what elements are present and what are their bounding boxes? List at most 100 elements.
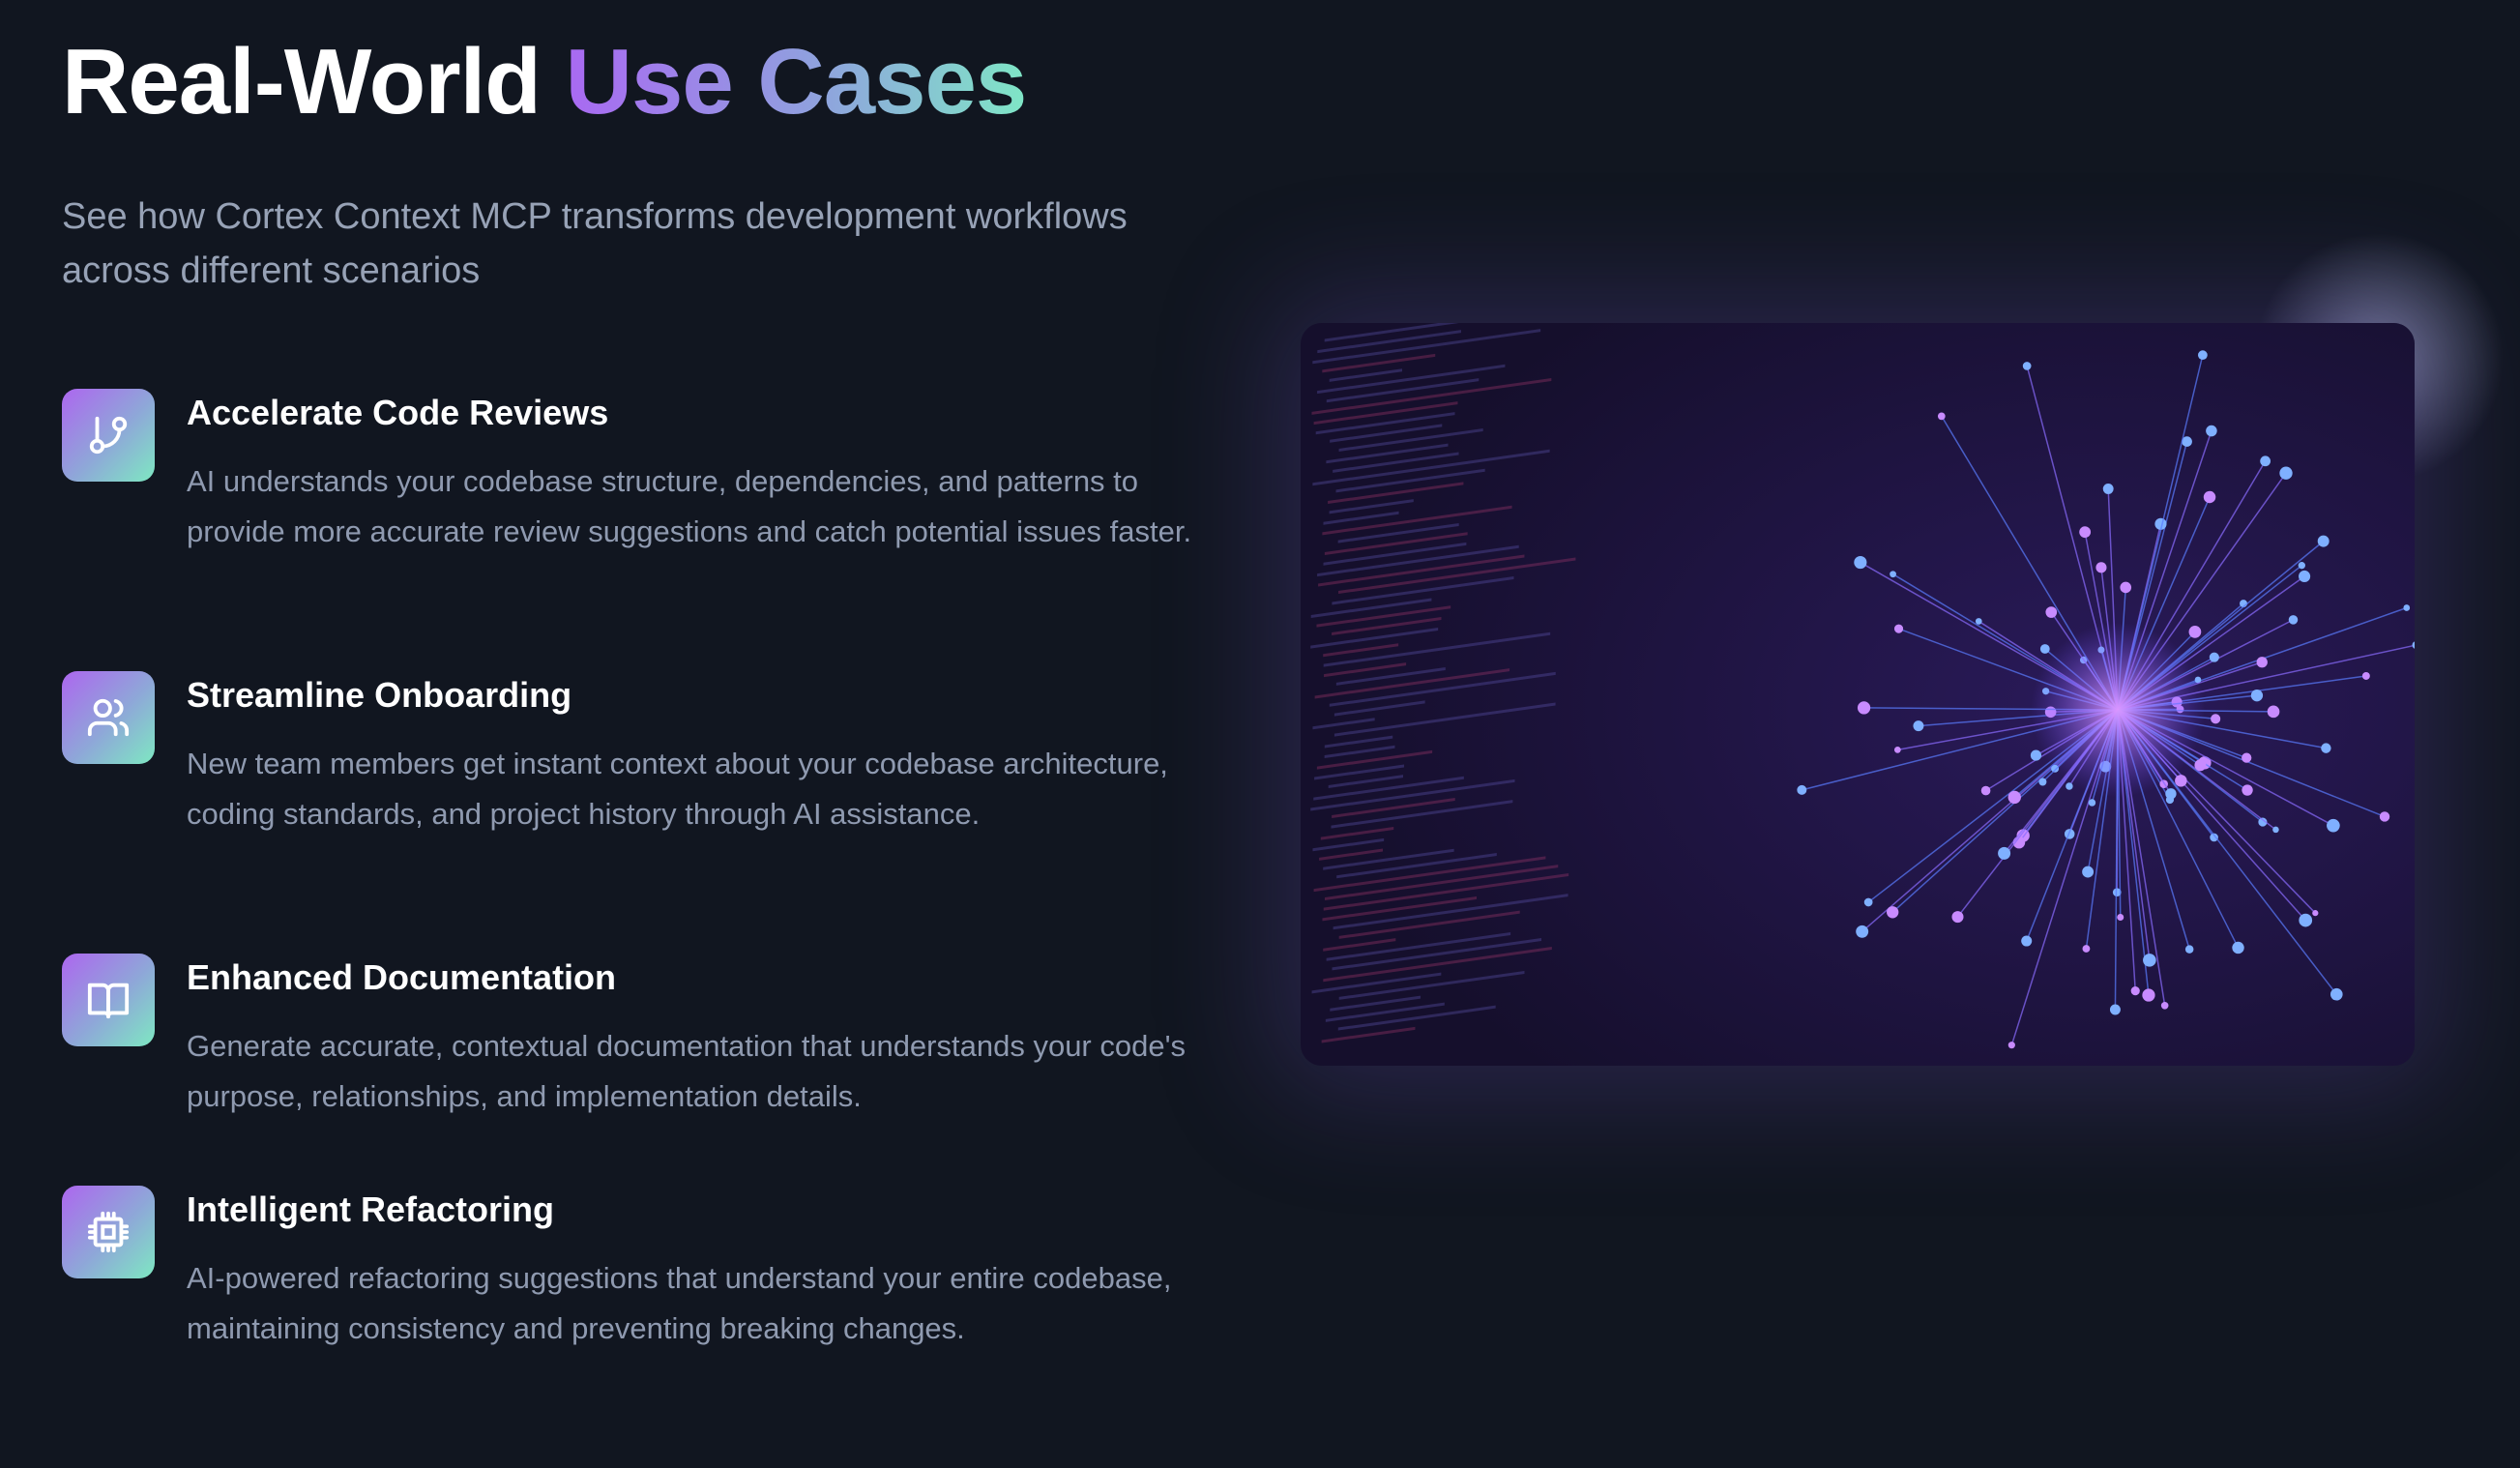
network-node xyxy=(2082,866,2095,878)
network-node xyxy=(1887,906,1899,919)
network-node xyxy=(2082,945,2091,953)
network-node xyxy=(2182,436,2192,447)
network-node xyxy=(1854,555,1867,570)
network-node xyxy=(2210,833,2218,842)
network-node xyxy=(2045,606,2058,618)
code-line-decoration xyxy=(1313,856,1546,893)
code-line-decoration xyxy=(1338,970,1525,1000)
network-node xyxy=(1913,720,1924,732)
network-node xyxy=(1797,784,1807,795)
network-node xyxy=(1951,911,1964,924)
code-line-decoration xyxy=(1317,364,1506,395)
code-line-decoration xyxy=(1335,468,1485,493)
code-line-decoration xyxy=(1338,427,1483,452)
code-line-decoration xyxy=(1315,412,1455,435)
network-node xyxy=(2206,425,2217,437)
network-node xyxy=(1863,897,1873,907)
code-line-decoration xyxy=(1314,668,1510,699)
code-line-decoration xyxy=(1320,826,1394,840)
code-line-decoration xyxy=(1330,995,1421,1012)
use-case-title: Intelligent Refactoring xyxy=(187,1189,555,1229)
code-line-decoration xyxy=(1329,368,1403,382)
code-line-decoration xyxy=(1313,776,1464,801)
code-line-decoration xyxy=(1310,598,1432,618)
network-node xyxy=(2321,743,2331,753)
code-line-decoration xyxy=(1332,576,1514,605)
code-line-decoration xyxy=(1316,749,1433,770)
code-line-decoration xyxy=(1333,700,1425,717)
code-line-decoration xyxy=(1324,745,1395,759)
network-node xyxy=(1893,624,1904,633)
network-node xyxy=(1890,571,1896,578)
users-icon xyxy=(62,671,155,764)
code-line-decoration xyxy=(1324,532,1468,556)
use-case-description: AI-powered refactoring suggestions that … xyxy=(187,1261,1172,1345)
code-line-decoration xyxy=(1323,938,1396,952)
network-node xyxy=(2038,778,2047,786)
code-line-decoration xyxy=(1323,511,1399,525)
code-line-decoration xyxy=(1323,946,1552,983)
hero-illustration xyxy=(1301,323,2415,1066)
network-node xyxy=(2317,535,2330,547)
network-node xyxy=(1998,846,2011,860)
network-node xyxy=(2117,914,2124,922)
page-subtitle: See how Cortex Context MCP transforms de… xyxy=(62,196,1128,291)
use-case-title: Streamline Onboarding xyxy=(187,675,572,715)
network-node xyxy=(2130,986,2140,996)
network-node xyxy=(2022,362,2032,370)
network-node xyxy=(2242,784,2253,796)
code-line-decoration xyxy=(1312,837,1385,852)
code-line-decoration xyxy=(1323,542,1467,566)
code-line-decoration xyxy=(1319,848,1384,861)
network-node xyxy=(1857,701,1871,715)
network-node xyxy=(2143,954,2156,967)
network-node xyxy=(2188,626,2202,638)
code-line-decoration xyxy=(1312,718,1375,730)
network-node xyxy=(2120,581,2132,594)
code-line-decoration xyxy=(1328,775,1403,788)
code-line-decoration xyxy=(1311,378,1552,415)
code-line-decoration xyxy=(1335,666,1446,686)
code-line-decoration xyxy=(1326,443,1449,464)
git-branch-icon xyxy=(62,389,155,482)
network-node xyxy=(2412,641,2415,649)
code-line-decoration xyxy=(1332,938,1542,971)
code-line-decoration xyxy=(1322,353,1436,373)
code-line-decoration xyxy=(1322,895,1477,922)
code-line-decoration xyxy=(1336,852,1497,879)
use-case-title: Enhanced Documentation xyxy=(187,957,617,997)
network-node xyxy=(2142,988,2155,1002)
code-line-decoration xyxy=(1330,424,1443,443)
code-line-decoration xyxy=(1333,702,1556,737)
network-node xyxy=(2258,817,2268,827)
network-node xyxy=(2165,788,2177,800)
code-line-decoration xyxy=(1311,972,1442,994)
network-node xyxy=(2209,652,2219,662)
network-node xyxy=(2403,604,2411,611)
use-case-description: New team members get instant context abo… xyxy=(187,747,1168,831)
code-line-decoration xyxy=(1323,848,1454,870)
code-line-decoration xyxy=(1321,1026,1416,1043)
code-line-decoration xyxy=(1314,764,1405,780)
code-line-decoration xyxy=(1324,323,1491,342)
network-node xyxy=(2330,987,2343,1001)
network-node xyxy=(1975,618,1982,625)
network-node xyxy=(2299,913,2313,927)
network-node xyxy=(2260,455,2271,467)
network-node xyxy=(2030,749,2042,761)
code-line-decoration xyxy=(1324,865,1559,900)
code-line-decoration xyxy=(1312,329,1541,365)
cpu-chip-icon xyxy=(62,1186,155,1278)
network-node xyxy=(2109,1004,2121,1015)
code-line-decoration xyxy=(1338,557,1576,595)
network-node xyxy=(2088,799,2096,807)
network-node xyxy=(2267,705,2280,719)
network-node xyxy=(2298,562,2305,570)
network-node xyxy=(2184,945,2194,954)
code-line-decoration xyxy=(1312,449,1550,486)
network-node xyxy=(2112,888,2122,896)
code-line-decoration xyxy=(1329,671,1556,707)
code-line-decoration xyxy=(1337,1005,1496,1031)
code-line-decoration xyxy=(1317,330,1461,354)
code-line-decoration xyxy=(1333,452,1459,473)
